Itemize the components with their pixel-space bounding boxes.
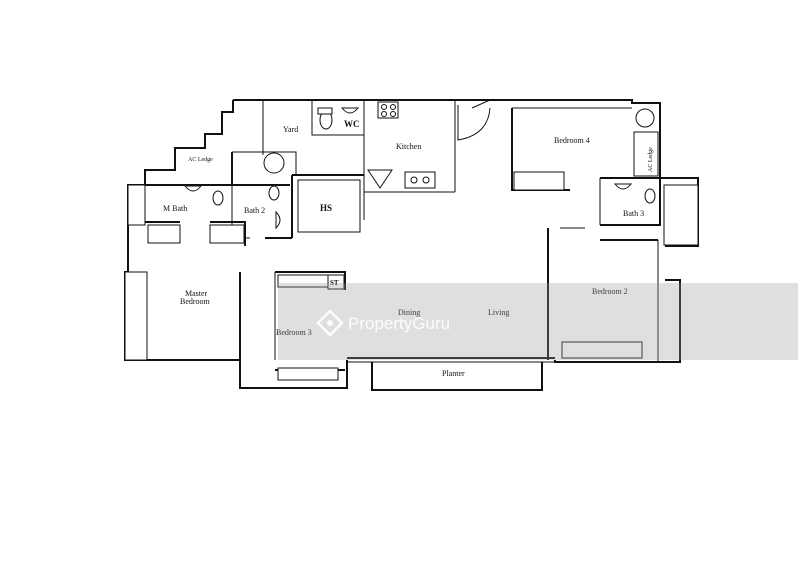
bedroom2-wardrobe [561, 341, 643, 359]
label-m-bath: M Bath [163, 204, 187, 213]
label-master-line2: Bedroom [180, 297, 211, 306]
label-st: ST [330, 279, 339, 287]
label-wc: WC [344, 119, 360, 129]
master-wardrobe [147, 224, 181, 244]
master-bay-window [124, 271, 148, 361]
label-dining: Dining [398, 308, 420, 317]
kitchen-sink [404, 171, 436, 189]
kitchen-hob [377, 101, 399, 119]
right-ac-ledge [633, 131, 659, 177]
bath2-basin [275, 210, 281, 230]
watermark-text: PropertyGuru [348, 314, 450, 333]
label-yard: Yard [283, 125, 298, 134]
watermark-band [278, 283, 798, 360]
fixtures [124, 101, 699, 381]
bath2-toilet [268, 185, 280, 201]
label-living: Living [488, 308, 509, 317]
bath3-basin [613, 183, 633, 190]
left-ac-ledge [127, 184, 146, 226]
store-box [327, 274, 345, 290]
label-bath3: Bath 3 [623, 209, 644, 218]
bedroom4-wardrobe [513, 171, 565, 191]
watermark: PropertyGuru [278, 283, 798, 360]
label-bedroom2: Bedroom 2 [592, 287, 628, 296]
label-master-line1: Master [185, 289, 208, 298]
mbath-toilet [212, 190, 224, 206]
mbath-basin [183, 185, 203, 192]
yard-washer [263, 152, 285, 174]
label-bath2: Bath 2 [244, 206, 265, 215]
label-planter: Planter [442, 369, 465, 378]
propertyguru-logo-icon [316, 309, 344, 337]
label-bedroom3: Bedroom 3 [276, 328, 312, 337]
label-ac-ledge-left: AC Ledge [188, 157, 213, 163]
room-labels: Yard WC Kitchen Bedroom 4 AC Ledge AC Le… [163, 119, 654, 378]
wc-basin [340, 107, 360, 114]
label-kitchen: Kitchen [396, 142, 421, 151]
label-ac-ledge-right: AC Ledge [648, 147, 654, 172]
label-hs: HS [320, 203, 332, 213]
label-bedroom4: Bedroom 4 [554, 136, 590, 145]
bath3-toilet [644, 188, 656, 204]
ac-unit [635, 108, 655, 128]
